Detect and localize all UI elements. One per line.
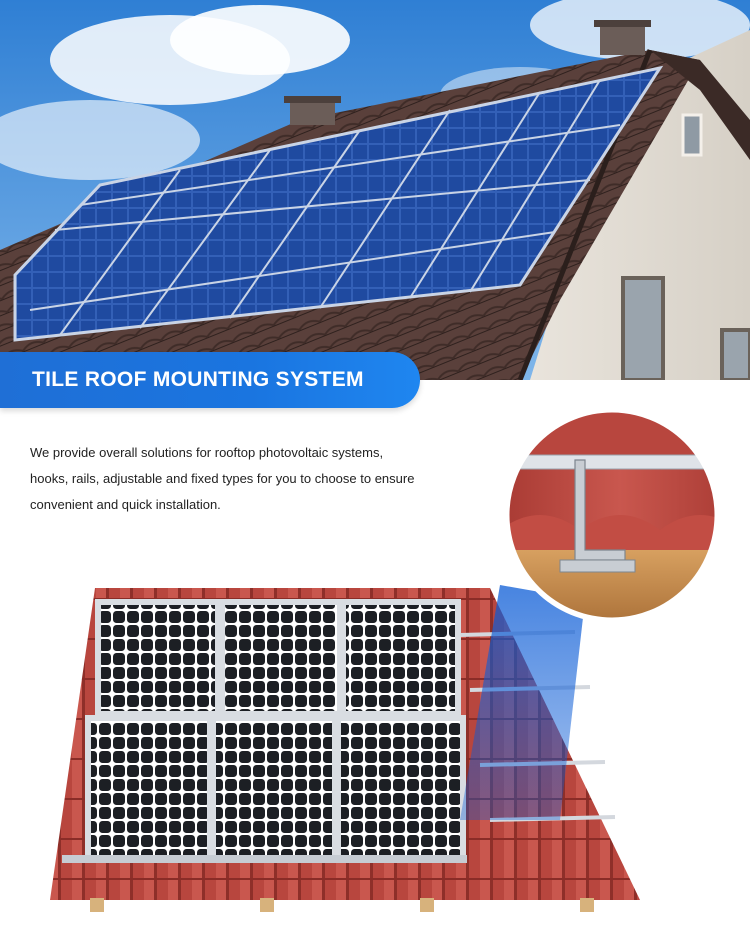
hook-detail-callout bbox=[504, 407, 720, 623]
house-solar-illustration bbox=[0, 0, 750, 380]
section-title-banner: TILE ROOF MOUNTING SYSTEM bbox=[0, 352, 420, 408]
description-line-3: convenient and quick installation. bbox=[30, 497, 221, 512]
hero-house-photo bbox=[0, 0, 750, 380]
solar-panel-array bbox=[62, 599, 467, 863]
description-line-1: We provide overall solutions for rooftop… bbox=[30, 445, 384, 460]
mounting-diagram bbox=[0, 400, 750, 943]
tile-roof-mount-illustration bbox=[50, 407, 720, 912]
section-title: TILE ROOF MOUNTING SYSTEM bbox=[32, 368, 364, 391]
description-line-2: hooks, rails, adjustable and fixed types… bbox=[30, 471, 415, 486]
description-text: We provide overall solutions for rooftop… bbox=[30, 440, 430, 518]
